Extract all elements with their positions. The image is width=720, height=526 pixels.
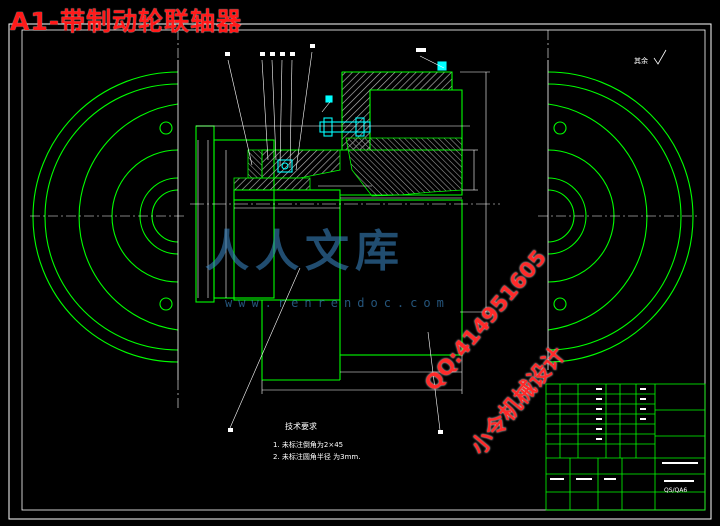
- technical-requirement-2: 2. 未标注圆角半径 为3mm.: [273, 453, 361, 461]
- left-center-lines: [30, 30, 186, 410]
- left-side-view: [32, 71, 179, 363]
- technical-requirement-1: 1. 未标注倒角为2×45: [273, 441, 344, 449]
- inner-frame: [21, 29, 706, 511]
- right-side-view: [547, 71, 694, 363]
- fasteners: [277, 61, 447, 173]
- roughness-note: 其余: [634, 57, 648, 65]
- leader-lines: [227, 51, 445, 431]
- outer-frame: [8, 23, 712, 520]
- hatched-regions: [233, 71, 463, 197]
- title-block-marks: [550, 388, 698, 482]
- technical-requirements-heading: 技术要求: [285, 422, 317, 431]
- right-center-lines: [538, 30, 698, 217]
- drawing-number: QS/QA6: [664, 487, 688, 494]
- watermark-logo: 人人文库: [205, 226, 405, 277]
- roughness-symbol: [653, 49, 667, 65]
- title-block: [545, 383, 706, 511]
- drawing-title: A1-带制动轮联轴器: [10, 7, 243, 36]
- leader-tags: [225, 44, 443, 434]
- dimension-lines: [196, 71, 490, 394]
- watermark-url: www.renrendoc.com: [225, 296, 450, 310]
